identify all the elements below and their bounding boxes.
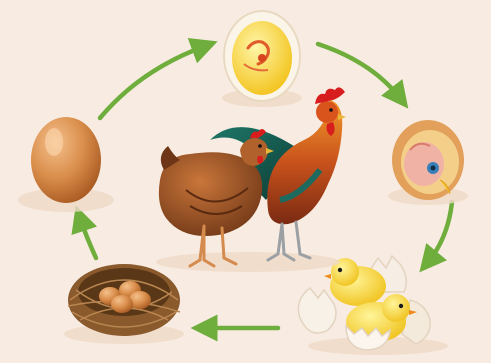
hen-and-rooster-icon [156,87,346,272]
arrow-nest-to-egg [80,218,96,258]
arrow-developed-to-hatching [428,202,452,262]
hatching-chicks-icon [298,256,448,355]
arrow-egg-to-embryo [100,46,205,118]
egg-icon [18,117,114,212]
developed-embryo-egg-icon [388,120,468,205]
early-embryo-egg-icon [222,11,302,107]
nest-with-eggs-icon [64,264,184,344]
